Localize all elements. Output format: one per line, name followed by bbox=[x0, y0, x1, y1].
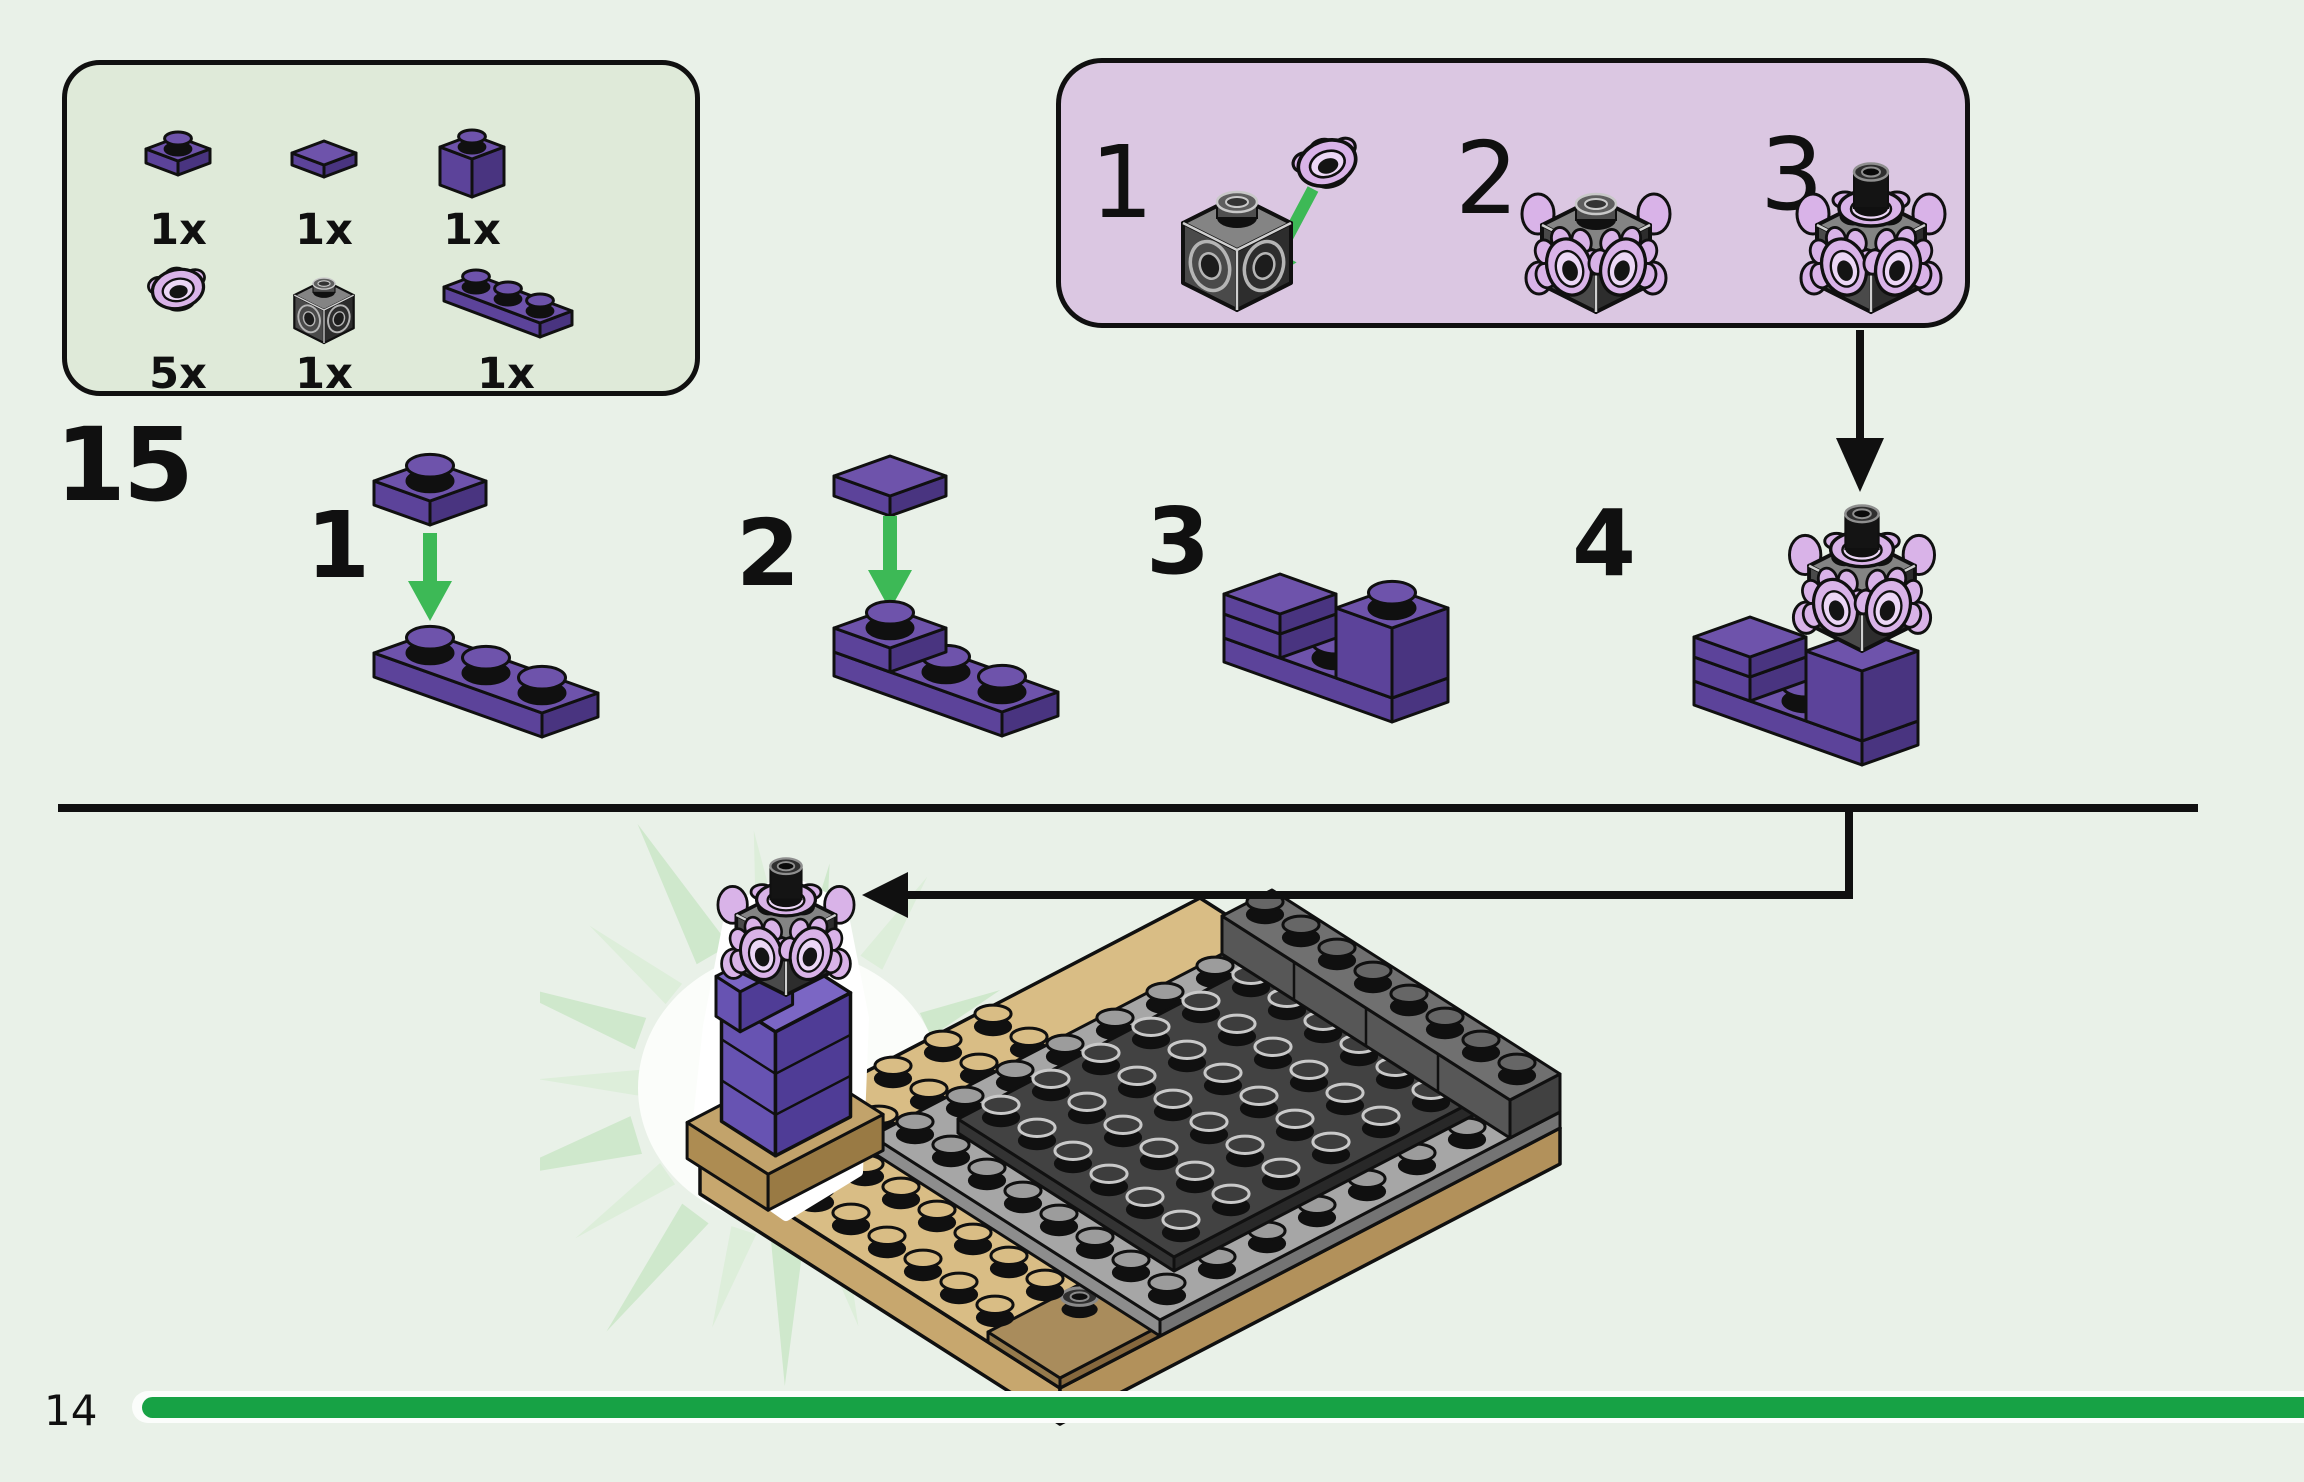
substep-4-number: 4 bbox=[1572, 490, 1637, 597]
substep-2-number: 2 bbox=[736, 500, 801, 607]
part-qty: 1x bbox=[477, 349, 535, 399]
parts-item: 5x bbox=[103, 233, 253, 396]
callout-step-3-diagram bbox=[1795, 162, 1947, 314]
purple-1x3-plate-icon bbox=[442, 268, 574, 339]
substep-3-number: 3 bbox=[1146, 488, 1211, 595]
part-qty: 1x bbox=[295, 349, 353, 399]
substep-3-diagram bbox=[1222, 572, 1450, 724]
model-diagram bbox=[540, 823, 1562, 1426]
purple-1x1-plate-icon bbox=[144, 130, 212, 177]
substep-1-diagram bbox=[372, 452, 600, 739]
lavender-flower-stud-icon bbox=[147, 266, 206, 312]
parts-item: 1x bbox=[391, 233, 621, 396]
substep-1-number: 1 bbox=[306, 492, 371, 599]
parts-item: 1x bbox=[397, 89, 547, 252]
part-qty: 1x bbox=[443, 205, 501, 255]
substep-4-diagram bbox=[1692, 504, 1936, 767]
page-number: 14 bbox=[44, 1386, 98, 1435]
part-qty: 5x bbox=[149, 349, 207, 399]
black-side-stud-brick-icon bbox=[293, 277, 355, 345]
parts-item: 1x bbox=[249, 233, 399, 396]
callout-step-1-number: 1 bbox=[1090, 124, 1154, 241]
callout-step-2-number: 2 bbox=[1455, 120, 1519, 237]
callout-step-2-diagram bbox=[1520, 192, 1672, 314]
parts-item: 1x bbox=[249, 89, 399, 252]
step-number: 15 bbox=[55, 406, 194, 525]
part-qty: 1x bbox=[295, 205, 353, 255]
part-qty: 1x bbox=[149, 205, 207, 255]
substep-2-diagram bbox=[832, 454, 1060, 738]
flower-assembly-callout-box: 1 2 3 bbox=[1056, 58, 1970, 328]
parts-list-box: 1x 1x 1x 5x 1x 1x bbox=[62, 60, 700, 396]
callout-step-1-diagram bbox=[1181, 136, 1358, 312]
purple-1x1-brick-icon bbox=[438, 128, 506, 199]
progress-bar bbox=[142, 1397, 2304, 1418]
parts-item: 1x bbox=[103, 89, 253, 252]
purple-1x1-tile-icon bbox=[290, 139, 358, 179]
